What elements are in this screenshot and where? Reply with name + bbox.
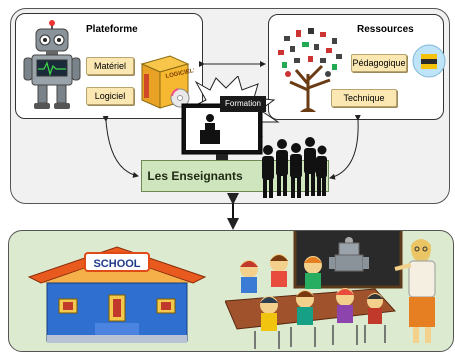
logiciel-tag: Logiciel — [86, 87, 134, 105]
pedagogique-tag: Pédagogique — [351, 54, 407, 72]
enseignants-label: Les Enseignants — [147, 169, 243, 183]
formation-label: Formation — [224, 99, 261, 108]
school-building-icon: SCHOOL — [27, 246, 207, 343]
technique-tag: Technique — [331, 89, 397, 107]
teachers-group-icon — [262, 137, 327, 198]
school-sign-text: SCHOOL — [93, 258, 140, 270]
materiel-tag: Matériel — [86, 57, 134, 75]
formation-monitor-icon — [181, 76, 280, 168]
connector-arrows — [102, 61, 361, 230]
ressources-title: Ressources — [357, 24, 414, 35]
robot-icon — [23, 20, 81, 109]
software-box-icon: LOGICIELS — [140, 55, 194, 109]
bottom-panel: SCHOOL — [8, 230, 454, 352]
plateforme-title: Plateforme — [86, 24, 138, 35]
knowledge-tree-icon — [278, 28, 342, 112]
book-icon — [412, 44, 446, 78]
classroom-scene-icon — [225, 231, 436, 349]
